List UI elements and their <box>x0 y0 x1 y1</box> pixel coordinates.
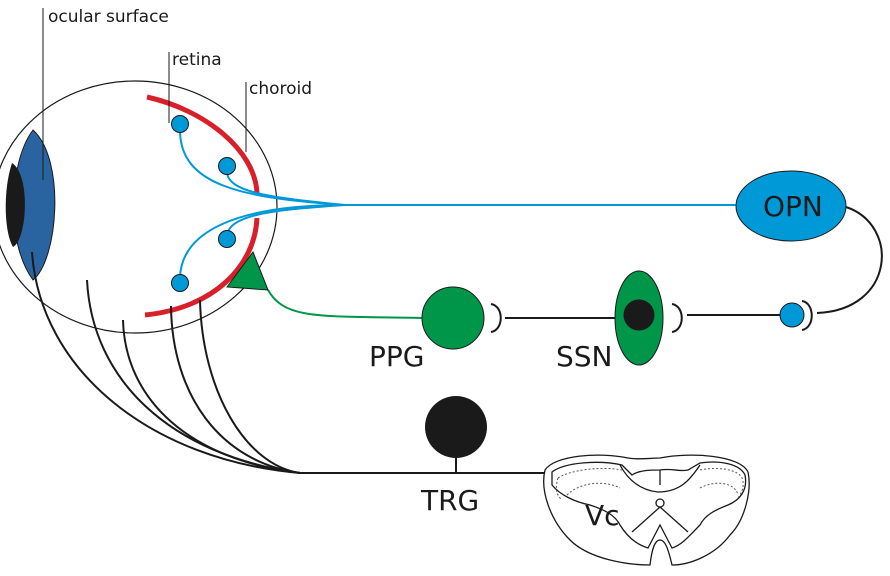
ppg-ganglion <box>421 286 485 350</box>
sensory-fibers <box>31 251 545 474</box>
ppg-axon <box>267 289 423 319</box>
label-ppg: PPG <box>369 340 424 373</box>
label-retina: retina <box>172 50 222 70</box>
relay-synapse <box>801 300 813 331</box>
eyeball <box>0 80 278 334</box>
opn-efferent <box>816 206 883 314</box>
choroid-lower <box>144 217 260 318</box>
label-trg: TRG <box>420 484 479 517</box>
retinal-axons <box>178 129 738 283</box>
retinal-neuron <box>171 115 189 133</box>
vc-laminae <box>555 467 744 501</box>
vc-brainstem-section <box>543 454 750 566</box>
retinal-neuron <box>218 157 236 175</box>
label-ocular-surface: ocular surface <box>48 7 169 27</box>
retinal-neuron <box>218 230 236 248</box>
ssn-synapse <box>671 303 683 333</box>
relay-neuron <box>779 302 805 328</box>
label-leaders <box>42 8 247 180</box>
label-ssn: SSN <box>556 340 613 373</box>
label-vc: Vc <box>585 499 620 532</box>
retinal-neuron <box>171 274 189 292</box>
trg-ganglion <box>425 396 487 458</box>
pupil <box>5 163 25 247</box>
label-opn: OPN <box>763 190 823 223</box>
choroid-terminal <box>226 250 269 291</box>
choroid-upper <box>146 94 260 194</box>
opn-nucleus <box>735 170 847 242</box>
ppg-synapse <box>490 303 502 333</box>
label-choroid: choroid <box>249 79 312 99</box>
ssn-neuron <box>623 299 655 331</box>
